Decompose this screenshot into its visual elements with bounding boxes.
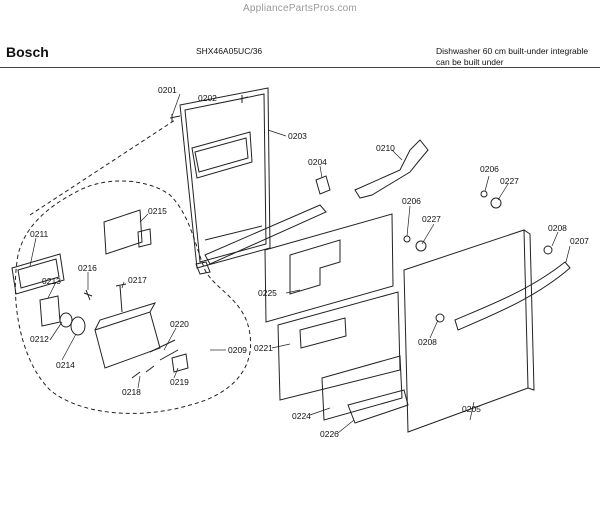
label-0208-top: 0208 xyxy=(548,223,567,233)
label-0206-right: 0206 xyxy=(480,164,499,174)
actuator-0220 xyxy=(149,339,179,361)
label-0202: 0202 xyxy=(198,93,217,103)
outer-door-edge xyxy=(523,229,535,391)
outer-door-panel xyxy=(403,229,529,433)
clip-left xyxy=(195,261,211,275)
pin-0217 xyxy=(115,283,127,313)
label-0225: 0225 xyxy=(258,288,277,298)
insulation-panel-upper xyxy=(264,213,394,323)
dispenser-group-boundary xyxy=(14,180,252,414)
springs-0218 xyxy=(131,365,155,379)
label-0203: 0203 xyxy=(288,131,307,141)
inner-door-panel xyxy=(179,87,271,269)
label-0224: 0224 xyxy=(292,411,311,421)
rinse-aid-cap-0215 xyxy=(103,209,143,255)
screw-0202 xyxy=(239,95,249,103)
label-0217: 0217 xyxy=(128,275,147,285)
insulation-panel-lower xyxy=(277,291,401,401)
cap-plate xyxy=(137,228,152,248)
description-line-1: Dishwasher 60 cm built-under integrable xyxy=(436,46,589,56)
header-rule xyxy=(0,67,600,68)
label-0204: 0204 xyxy=(308,157,327,167)
part-labels: 0201 0202 0203 0204 0210 0206 0227 0206 … xyxy=(30,85,589,439)
dispenser-frame-inner xyxy=(17,258,60,289)
door-seal-strip xyxy=(204,204,327,265)
watermark: AppliancePartsPros.com xyxy=(243,3,357,14)
label-0207: 0207 xyxy=(570,236,589,246)
screw-0201 xyxy=(169,114,181,122)
dispenser-housing-0209 xyxy=(94,311,161,369)
label-0219: 0219 xyxy=(170,377,189,387)
kick-plate xyxy=(347,389,409,424)
label-0210: 0210 xyxy=(376,143,395,153)
seal-ring-0212 xyxy=(59,312,73,328)
bushing-0206-left xyxy=(403,235,411,243)
leader-lines xyxy=(29,93,571,434)
label-0213: 0213 xyxy=(42,276,61,286)
dispenser-lid-0213 xyxy=(39,295,61,327)
dispenser-frame-0211 xyxy=(11,253,65,295)
label-0218: 0218 xyxy=(122,387,141,397)
door-handle xyxy=(454,261,571,331)
dispenser-housing-top xyxy=(94,302,157,331)
label-0205: 0205 xyxy=(462,404,481,414)
seal-ring-0214 xyxy=(70,316,86,336)
hinge-arm xyxy=(354,139,429,199)
leader-dashed-top xyxy=(29,119,176,216)
label-0214: 0214 xyxy=(56,360,75,370)
label-0209: 0209 xyxy=(228,345,247,355)
label-0206-left: 0206 xyxy=(402,196,421,206)
label-0221: 0221 xyxy=(254,343,273,353)
description-line-2: can be built under xyxy=(436,57,504,67)
spring-0216 xyxy=(83,289,93,301)
label-0208-bottom: 0208 xyxy=(418,337,437,347)
brand-name: Bosch xyxy=(6,44,49,60)
label-0227-left: 0227 xyxy=(422,214,441,224)
handle-cap-0208-b xyxy=(435,313,445,323)
label-0212: 0212 xyxy=(30,334,49,344)
bushing-0206-right xyxy=(480,190,488,198)
label-0216: 0216 xyxy=(78,263,97,273)
label-0211: 0211 xyxy=(30,229,49,239)
product-description: Dishwasher 60 cm built-under integrable … xyxy=(436,46,596,68)
solenoid-0219 xyxy=(171,353,189,373)
label-0220: 0220 xyxy=(170,319,189,329)
bottom-strip xyxy=(321,355,403,421)
clip-0204 xyxy=(315,175,331,195)
handle-cap-0208 xyxy=(543,245,553,255)
label-0215: 0215 xyxy=(148,206,167,216)
label-0201: 0201 xyxy=(158,85,177,95)
model-number: SHX46A05UC/36 xyxy=(196,46,263,56)
bushing-0227-left xyxy=(415,240,427,252)
bushing-0227-right xyxy=(490,197,502,209)
label-0227-right: 0227 xyxy=(500,176,519,186)
label-0226: 0226 xyxy=(320,429,339,439)
